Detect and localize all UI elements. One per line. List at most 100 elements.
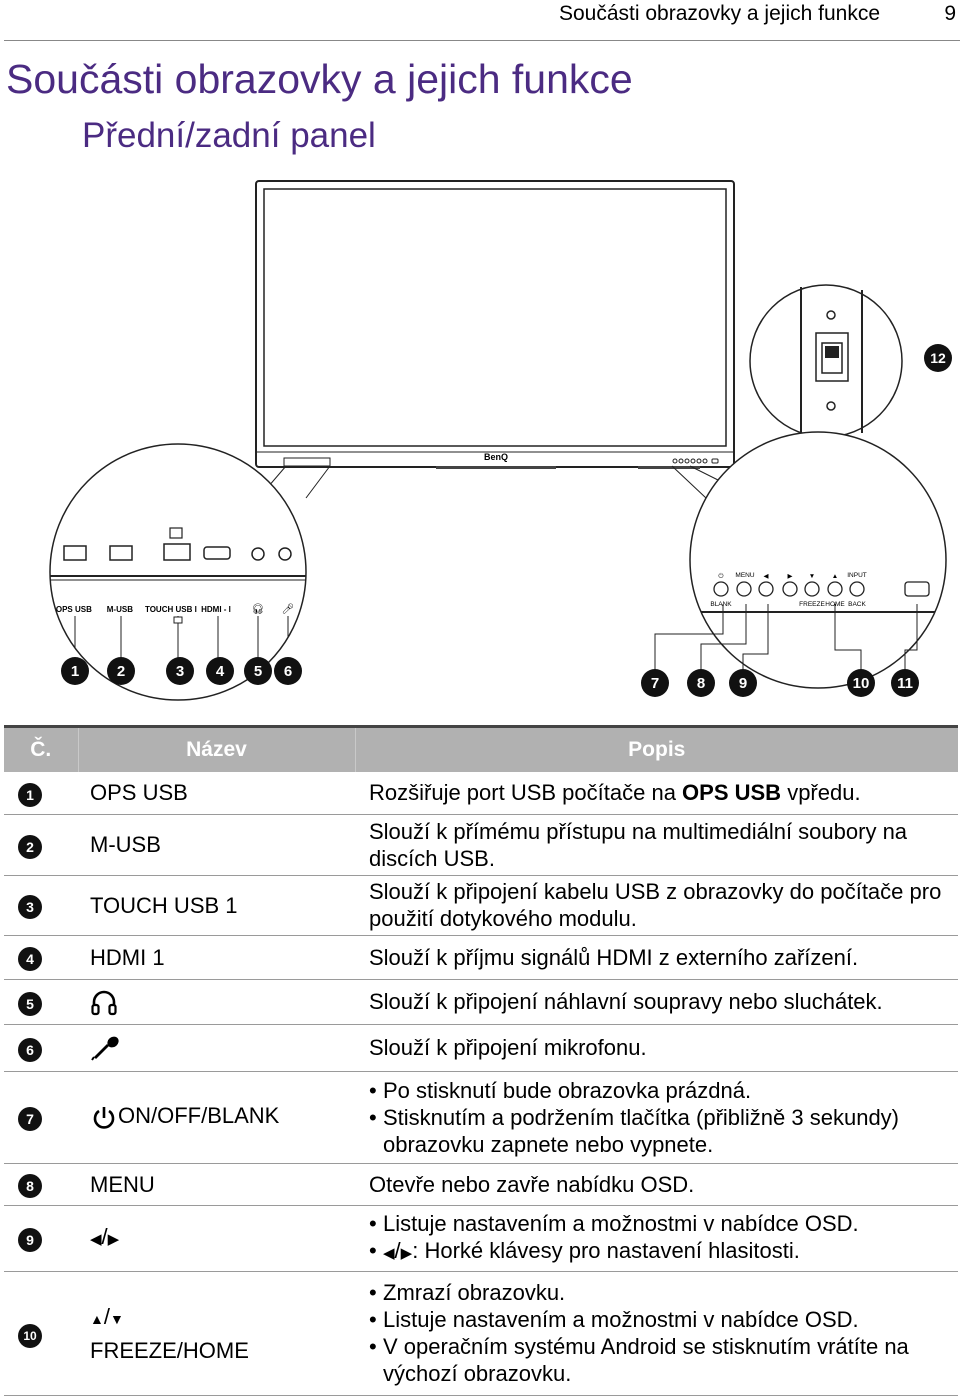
row-name: OPS USB (78, 772, 355, 815)
brand-logo: BenQ (484, 452, 508, 462)
front-buttons-dots (672, 458, 719, 464)
table-row: 9 ◀/▶ Listuje nastavením a možnostmi v n… (4, 1205, 958, 1272)
callout-number: 6 (284, 663, 292, 680)
header-rule (4, 40, 960, 41)
up-arrow-icon: ▲ (90, 1310, 104, 1327)
svg-text:OPS USB M-USB TOUC: OPS USB M-USB TOUCH USB I HDMI - I (56, 605, 231, 614)
svg-text:BLANK: BLANK (710, 601, 732, 608)
table-row: 8 MENU Otevře nebo zavře nabídku OSD. (4, 1163, 958, 1206)
callout-number: 10 (853, 675, 870, 692)
left-ports-callout: OPS USB M-USB TOUCH USB I HDMI - I 🎧︎ 🎤︎… (49, 443, 307, 701)
row-number-badge: 5 (18, 991, 42, 1016)
callout-number: 4 (216, 663, 225, 680)
table-row: 4 HDMI 1 Slouží k příjmu signálů HDMI z … (4, 935, 958, 980)
row-description: Otevře nebo zavře nabídku OSD. (355, 1163, 958, 1206)
row-number-badge: 3 (18, 895, 42, 919)
callout-number: 2 (117, 663, 125, 680)
row-description: Slouží k připojení kabelu USB z obrazovk… (355, 875, 958, 936)
row-description: Slouží k připojení náhlavní soupravy neb… (355, 979, 958, 1025)
row-number-badge: 1 (18, 782, 42, 807)
callout-number: 5 (254, 663, 262, 680)
row-number-badge: 9 (18, 1228, 42, 1252)
microphone-icon (91, 1036, 119, 1061)
svg-text:INPUT: INPUT (847, 572, 867, 579)
row-number-badge: 4 (18, 947, 42, 971)
headphones-icon: 🎧︎ (252, 603, 265, 615)
table-row: 6 Slouží k připojení mikrofonu. (4, 1024, 958, 1072)
bullet-item: Listuje nastavením a možnostmi v nabídce… (369, 1210, 958, 1237)
svg-text:▶: ▶ (788, 573, 794, 580)
running-header: Součásti obrazovky a jejich funkce 9 (0, 0, 960, 42)
table-row: 1 OPS USB Rozšiřuje port USB počítače na… (4, 772, 958, 815)
bullet-item: V operačním systému Android se stisknutí… (369, 1333, 958, 1387)
svg-text:MENU: MENU (735, 572, 754, 579)
row-description: Slouží k příjmu signálů HDMI z externího… (355, 935, 958, 980)
svg-text:▲: ▲ (832, 573, 838, 580)
row-name: / (101, 1224, 108, 1249)
bullet-item: ◀/▶: Horké klávesy pro nastavení hlasito… (369, 1237, 958, 1267)
left-arrow-icon: ◀ (383, 1244, 395, 1262)
row-number-badge: 10 (18, 1323, 42, 1348)
port-label: TOUCH USB I (145, 605, 197, 614)
port-label: HDMI - I (201, 605, 231, 614)
table-row: 7 ON/OFF/BLANK Po stisknutí bude obrazov… (4, 1071, 958, 1164)
svg-text:▼: ▼ (809, 573, 815, 580)
callout-number: 1 (71, 663, 79, 680)
right-buttons-callout: ⏻ MENU ◀ ▶ ▼ ▲ INPUT BLANK FREEZE HOME B… (641, 431, 947, 697)
subsection-title: Přední/zadní panel (82, 116, 376, 155)
table-row: 2 M-USB Slouží k přímému přístupu na mul… (4, 814, 958, 876)
port-label: OPS USB (56, 605, 92, 614)
row-description: Zmrazí obrazovku. Listuje nastavením a m… (355, 1271, 958, 1396)
callout-number: 9 (739, 675, 747, 692)
table-row: 3 TOUCH USB 1 Slouží k připojení kabelu … (4, 875, 958, 936)
table-row: 10 ▲/▼ FREEZE/HOME Zmrazí obrazovku. Lis… (4, 1271, 958, 1396)
power-icon (93, 1106, 115, 1129)
bullet-item: Po stisknutí bude obrazovka prázdná. (369, 1077, 958, 1104)
row-description: Slouží k přímému přístupu na multimediál… (355, 814, 958, 876)
callout-number: 3 (176, 663, 184, 680)
headphones-icon (91, 990, 117, 1016)
row-description: Rozšiřuje port USB počítače na OPS USB v… (355, 772, 958, 815)
port-label: M-USB (107, 605, 133, 614)
row-name: HDMI 1 (78, 935, 355, 980)
row-number-badge: 8 (18, 1174, 42, 1198)
header-name: Název (77, 725, 355, 772)
page-number: 9 (944, 2, 956, 25)
row-description: Listuje nastavením a možnostmi v nabídce… (355, 1205, 958, 1272)
switch-callout: 12 (749, 284, 952, 438)
left-arrow-icon: ◀ (90, 1231, 102, 1248)
row-name: MENU (78, 1163, 355, 1206)
table-header-row: Č. Název Popis (4, 725, 958, 772)
row-description: Po stisknutí bude obrazovka prázdná. Sti… (355, 1071, 958, 1164)
display-diagram: BenQ 12 (49, 180, 952, 701)
row-number-badge: 2 (18, 834, 42, 859)
header-description: Popis (354, 725, 958, 772)
power-icon: ⏻ (718, 573, 723, 580)
row-name: ON/OFF/BLANK (118, 1103, 280, 1129)
down-arrow-icon: ▼ (109, 1310, 124, 1327)
callout-number: 7 (651, 675, 659, 692)
callout-number: 12 (930, 350, 946, 366)
bullet-item: Stisknutím a podržením tlačítka (přibliž… (369, 1104, 958, 1158)
callout-number: 11 (897, 675, 913, 692)
row-number-badge: 7 (18, 1107, 42, 1131)
svg-text:FREEZE: FREEZE (799, 601, 825, 608)
table-row: 5 Slouží k připojení náhlavní soupravy n… (4, 979, 958, 1025)
svg-text:BACK: BACK (848, 601, 866, 608)
right-arrow-icon: ▶ (107, 1231, 120, 1248)
row-description: Slouží k připojení mikrofonu. (355, 1024, 958, 1072)
bullet-item: Zmrazí obrazovku. (369, 1279, 958, 1306)
microphone-icon: 🎤︎ (282, 603, 295, 615)
header-number: Č. (4, 725, 78, 772)
bullet-item: Listuje nastavením a možnostmi v nabídce… (369, 1306, 958, 1333)
row-name: FREEZE/HOME (90, 1337, 249, 1363)
components-table: Č. Název Popis 1 OPS USB Rozšiřuje port … (4, 725, 958, 1396)
section-title: Součásti obrazovky a jejich funkce (6, 56, 633, 102)
row-name: TOUCH USB 1 (78, 875, 355, 936)
row-name: M-USB (78, 814, 355, 876)
callout-number: 8 (697, 675, 705, 692)
running-title: Součásti obrazovky a jejich funkce (559, 2, 880, 25)
row-number-badge: 6 (18, 1037, 42, 1062)
right-arrow-icon: ▶ (400, 1244, 413, 1262)
monitor-outline: BenQ (255, 180, 735, 469)
